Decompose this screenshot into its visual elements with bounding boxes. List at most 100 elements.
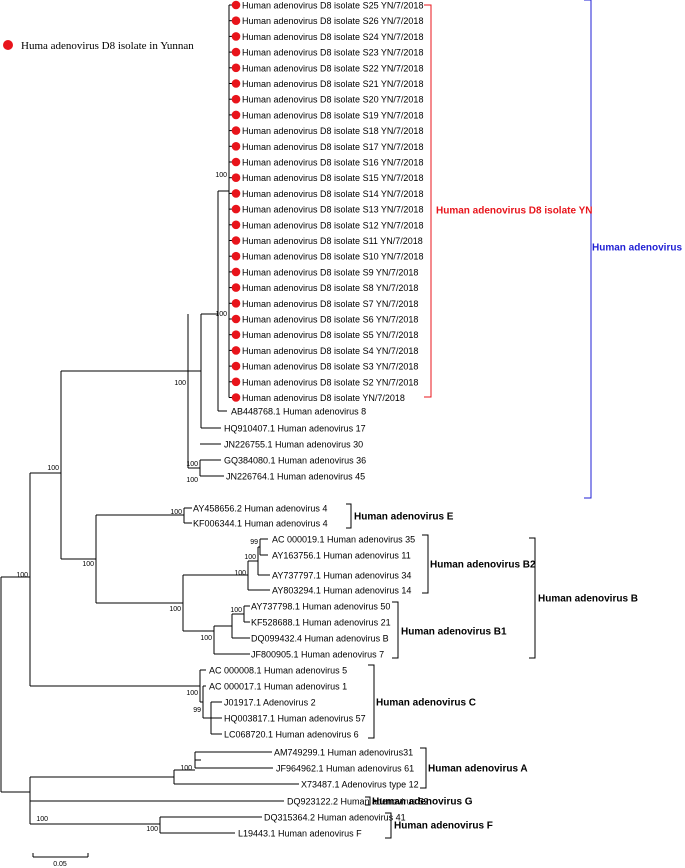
yn-isolate-marker-icon [231,110,241,120]
bootstrap-value: 100 [169,606,181,613]
bracket-b2 [422,534,429,594]
bootstrap-value: 100 [82,561,94,568]
tip-label-yn-isolate: Human adenovirus D8 isolate S11 YN/7/201… [242,236,423,246]
tip-label: LC068720.1 Human adenovirus 6 [224,730,359,740]
bracket-a [420,747,427,789]
yn-isolate-marker-icon [231,330,241,340]
scale-bar: 0.05 [32,853,89,868]
tip-label-yn-isolate: Human adenovirus D8 isolate S23 YN/7/201… [242,48,423,58]
tip-label: AC 000008.1 Human adenovirus 5 [209,666,347,676]
yn-isolate-marker-icon [231,79,241,88]
yn-isolate-marker-icon [231,251,241,261]
tip-label: HQ910407.1 Human adenovirus 17 [224,424,366,434]
tip-label: JN226764.1 Human adenovirus 45 [226,472,365,482]
yn-isolate-marker-icon [231,377,241,387]
bootstrap-value: 100 [174,380,186,387]
scale-bar-label: 0.05 [53,861,67,868]
group-label-b2: Human adenovirus B2 [430,560,536,571]
tip-label-yn-isolate: Human adenovirus D8 isolate S15 YN/7/201… [242,173,423,183]
group-brackets [346,0,592,839]
yn-isolate-marker-icon [231,346,241,355]
bootstrap-value: 100 [47,465,59,472]
tip-label: AM749299.1 Human adenovirus31 [274,748,413,758]
tip-label-yn-isolate: Human adenovirus D8 isolate S10 YN/7/201… [242,252,423,262]
bracket-d [584,0,592,499]
bootstrap-value: 100 [186,690,198,697]
bootstrap-value: 100 [215,311,227,318]
yn-isolate-marker-icon [231,220,241,230]
tip-label-yn-isolate: Human adenovirus D8 isolate S16 YN/7/201… [242,158,423,168]
bootstrap-value: 100 [244,554,256,561]
bootstrap-value: 100 [146,826,158,833]
yn-isolate-marker-icon [231,94,241,104]
yn-isolate-marker-icon [231,361,241,371]
yn-isolate-marker-icon [231,142,241,151]
yn-isolate-marker-icon [231,283,241,292]
tip-label-yn-isolate: Human adenovirus D8 isolate S4 YN/7/2018 [242,346,418,356]
tip-label: AB448768.1 Human adenovirus 8 [231,407,366,417]
tip-label: J01917.1 Adenovirus 2 [224,698,316,708]
bootstrap-labels: 1001001001001001009910010010010010010010… [16,172,258,833]
tip-label: JF964962.1 Human adenovirus 61 [276,764,414,774]
tip-label-yn-isolate: Human adenovirus D8 isolate S7 YN/7/2018 [242,299,418,309]
tip-label: AC 000019.1 Human adenovirus 35 [272,535,415,545]
tip-label: DQ315364.2 Human adenovirus 41 [264,813,406,823]
bootstrap-value: 100 [16,572,28,579]
tip-label-yn-isolate: Human adenovirus D8 isolate S22 YN/7/201… [242,63,423,73]
tip-label-yn-isolate: Human adenovirus D8 isolate YN/7/2018 [242,393,405,403]
bootstrap-value: 100 [200,635,212,642]
legend-label: Huma adenovirus D8 isolate in Yunnan [21,40,194,52]
tip-label: KF006344.1 Human adenovirus 4 [193,519,328,529]
group-labels: Human adenovirus D8 isolate YN Human aden… [354,206,685,832]
yn-isolate-marker-icon [231,16,241,26]
yn-isolate-marker-icon [231,157,241,167]
tip-label: DQ099432.4 Human adenovirus B [251,634,389,644]
bracket-b [529,537,536,659]
group-label-g: Human adenovirus G [372,797,473,808]
bracket-c [368,664,375,739]
legend: Huma adenovirus D8 isolate in Yunnan [3,40,194,52]
tip-label-yn-isolate: Human adenovirus D8 isolate S12 YN/7/201… [242,220,423,230]
yn-isolate-marker-icon [231,0,241,10]
yn-isolate-marker-icon [231,236,241,245]
tip-label: AY163756.1 Human adenovirus 11 [272,551,411,561]
group-label-c: Human adenovirus C [376,698,476,709]
tip-label: AC 000017.1 Human adenovirus 1 [209,682,347,692]
group-label-b1: Human adenovirus B1 [401,627,507,638]
tip-label-yn-isolate: Human adenovirus D8 isolate S21 YN/7/201… [242,79,423,89]
group-label-e: Human adenovirus E [354,512,454,523]
yn-isolate-marker-icon [231,299,241,308]
yn-isolate-marker-icon [231,393,241,402]
bootstrap-value: 99 [193,707,201,714]
group-label-yn: Human adenovirus D8 isolate YN [436,206,593,217]
tip-label-yn-isolate: Human adenovirus D8 isolate S24 YN/7/201… [242,32,423,42]
tip-label: JF800905.1 Human adenovirus 7 [251,650,384,660]
tip-label: JN226755.1 Human adenovirus 30 [224,440,363,450]
group-label-b: Human adenovirus B [538,594,638,605]
tip-label: X73487.1 Adenovirus type 12 [301,780,419,790]
tip-label: HQ003817.1 Human adenovirus 57 [224,714,366,724]
bracket-g [365,796,371,806]
tip-label-yn-isolate: Human adenovirus D8 isolate S2 YN/7/2018 [242,377,418,387]
tip-label-yn-isolate: Human adenovirus D8 isolate S6 YN/7/2018 [242,315,418,325]
tip-label: DQ923122.2 Human adenovirus 52 [287,797,429,807]
tip-labels: Human adenovirus D8 isolate S25 YN/7/201… [193,1,429,839]
group-label-a: Human adenovirus A [428,764,528,775]
bootstrap-value: 100 [215,172,227,179]
bootstrap-value: 100 [36,816,48,823]
tip-label-yn-isolate: Human adenovirus D8 isolate S20 YN/7/201… [242,95,423,105]
tip-label-yn-isolate: Human adenovirus D8 isolate S9 YN/7/2018 [242,267,418,277]
tip-label: AY737797.1 Human adenovirus 34 [272,571,411,581]
yn-isolate-marker-icon [231,63,241,73]
yn-isolate-marker-icon [231,189,241,198]
yn-isolate-marker-icon [231,204,241,214]
yn-isolate-marker-icon [231,47,241,57]
group-label-f: Human adenovirus F [394,821,493,832]
tip-label: KF528688.1 Human adenovirus 21 [251,618,391,628]
group-label-d: Human adenovirus D [592,243,685,254]
bracket-yn [424,4,432,398]
tip-label-yn-isolate: Human adenovirus D8 isolate S5 YN/7/2018 [242,330,418,340]
tip-label: L19443.1 Human adenovirus F [238,829,362,839]
bootstrap-value: 99 [250,539,258,546]
